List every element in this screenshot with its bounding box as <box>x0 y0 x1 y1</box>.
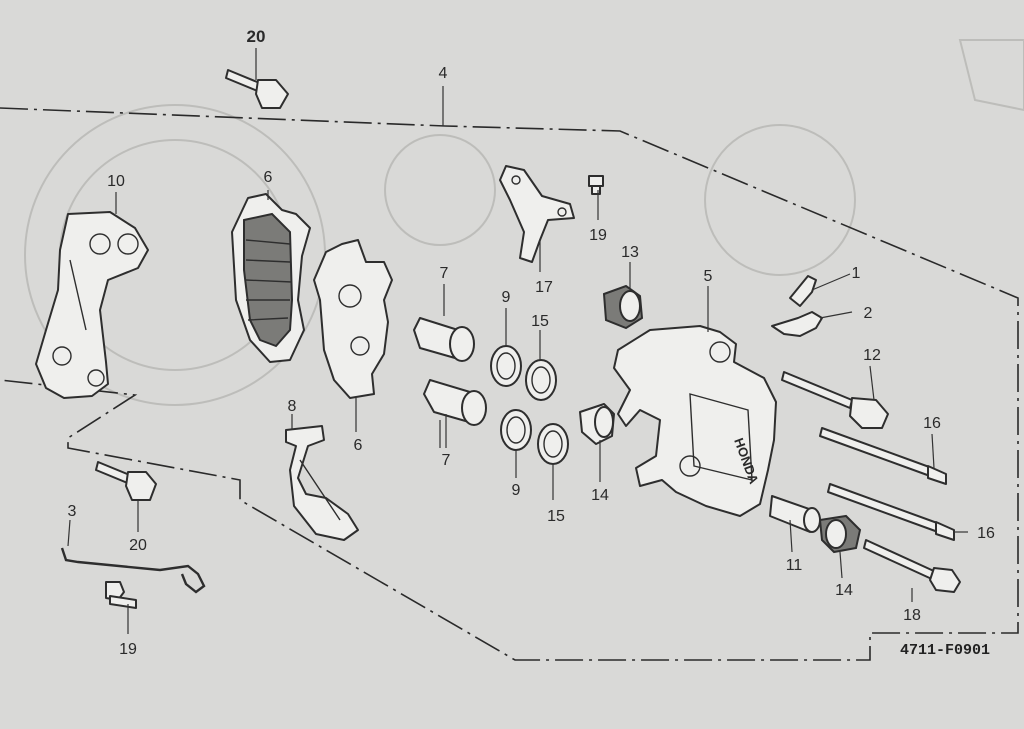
piston-seal-upper <box>490 345 522 387</box>
label-7-lower: 7 <box>442 452 451 469</box>
pin-sleeve <box>769 495 821 533</box>
label-13: 13 <box>621 244 639 261</box>
boot-middle <box>579 403 615 445</box>
label-11: 11 <box>786 557 803 574</box>
small-bolt-lower <box>105 581 137 609</box>
pad-retainer-bracket <box>499 165 575 263</box>
piston-lower <box>423 379 487 426</box>
label-3: 3 <box>68 503 77 520</box>
dust-seal-upper-inner <box>531 366 551 394</box>
pin-bolt-upper <box>781 371 889 429</box>
label-12: 12 <box>863 347 881 364</box>
label-14-middle: 14 <box>591 487 609 504</box>
label-19-lower: 19 <box>119 641 137 658</box>
label-4: 4 <box>439 65 448 82</box>
label-20-lower: 20 <box>129 537 147 554</box>
flange-bolt-lower <box>95 461 157 501</box>
label-2: 2 <box>864 305 873 322</box>
part-number-labels: 4 20 6 10 19 17 13 5 1 2 12 16 16 7 7 9 … <box>68 27 995 658</box>
label-9-upper: 9 <box>502 289 511 306</box>
label-1: 1 <box>852 265 861 282</box>
caliper-body: HONDA <box>613 325 777 517</box>
assembly-boundary <box>0 107 1019 661</box>
label-7-upper: 7 <box>440 265 449 282</box>
diagram-code: 4711-F0901 <box>900 642 990 659</box>
dust-seal-upper <box>525 359 557 401</box>
pin-bolt-lower <box>863 539 961 593</box>
label-15-upper: 15 <box>531 313 549 330</box>
label-19-upper: 19 <box>589 227 607 244</box>
label-14-lower: 14 <box>835 582 853 599</box>
label-6-lining: 6 <box>264 169 273 186</box>
retaining-clip <box>60 547 206 594</box>
dust-seal-lower-inner <box>543 430 563 458</box>
label-15-lower: 15 <box>547 508 565 525</box>
label-6-backing: 6 <box>354 437 363 454</box>
label-16-lower: 16 <box>977 525 995 542</box>
piston-upper <box>413 317 475 362</box>
label-16-upper: 16 <box>923 415 941 432</box>
dust-boot-upper <box>602 284 644 330</box>
pin-lower <box>827 483 955 541</box>
piston-seal-lower <box>500 409 532 451</box>
boot-lower-right <box>818 514 862 554</box>
label-8: 8 <box>288 398 297 415</box>
pad-spring <box>285 425 359 541</box>
dust-seal-lower <box>537 423 569 465</box>
bleeder-cap <box>771 311 823 337</box>
piston-seal-upper-inner <box>496 352 516 380</box>
label-10: 10 <box>107 173 125 190</box>
leader-lines <box>67 48 968 634</box>
label-18: 18 <box>903 607 921 624</box>
brake-pad-lining <box>231 193 311 363</box>
small-bolt-upper <box>588 175 604 195</box>
label-20-upper: 20 <box>247 27 266 46</box>
caliper-bracket <box>35 211 149 399</box>
label-5: 5 <box>704 268 713 285</box>
pin-upper <box>819 427 947 485</box>
flange-bolt-upper <box>225 69 289 109</box>
bleeder-valve <box>789 275 817 307</box>
label-9-lower: 9 <box>512 482 521 499</box>
brake-pad-backing <box>313 239 393 399</box>
label-17: 17 <box>535 279 553 296</box>
piston-seal-lower-inner <box>506 416 526 444</box>
